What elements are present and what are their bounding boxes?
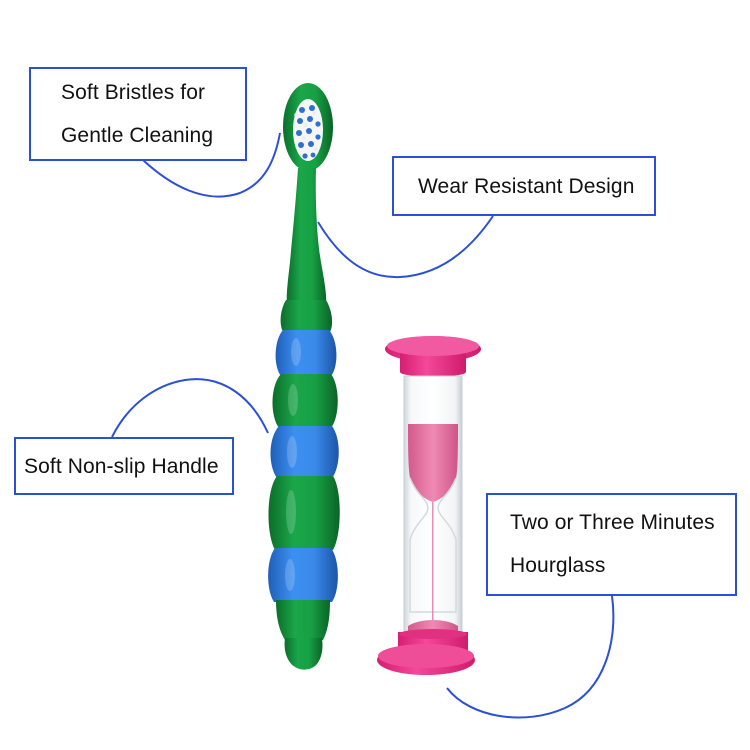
callout-hourglass-line1: Two or Three Minutes <box>510 511 715 534</box>
callout-wear-resistant: Wear Resistant Design <box>392 156 656 216</box>
leader-line-bristles <box>142 132 281 198</box>
callout-hourglass-line2: Hourglass <box>510 554 606 577</box>
leader-line-wear <box>317 215 494 279</box>
callout-soft-bristles-line1: Soft Bristles for <box>61 81 206 104</box>
callout-non-slip-handle-text: Soft Non-slip Handle <box>24 455 219 478</box>
callout-wear-resistant-text: Wear Resistant Design <box>418 175 635 198</box>
hourglass-image <box>377 336 481 675</box>
callout-hourglass: Two or Three Minutes Hourglass <box>486 493 737 596</box>
leader-lines <box>111 132 615 719</box>
leader-line-hourglass <box>446 595 615 719</box>
callout-soft-bristles-line2: Gentle Cleaning <box>61 124 214 147</box>
toothbrush-image <box>268 83 340 670</box>
callout-soft-bristles: Soft Bristles for Gentle Cleaning <box>29 67 247 161</box>
callout-non-slip-handle: Soft Non-slip Handle <box>14 437 234 495</box>
leader-line-handle <box>111 378 269 438</box>
